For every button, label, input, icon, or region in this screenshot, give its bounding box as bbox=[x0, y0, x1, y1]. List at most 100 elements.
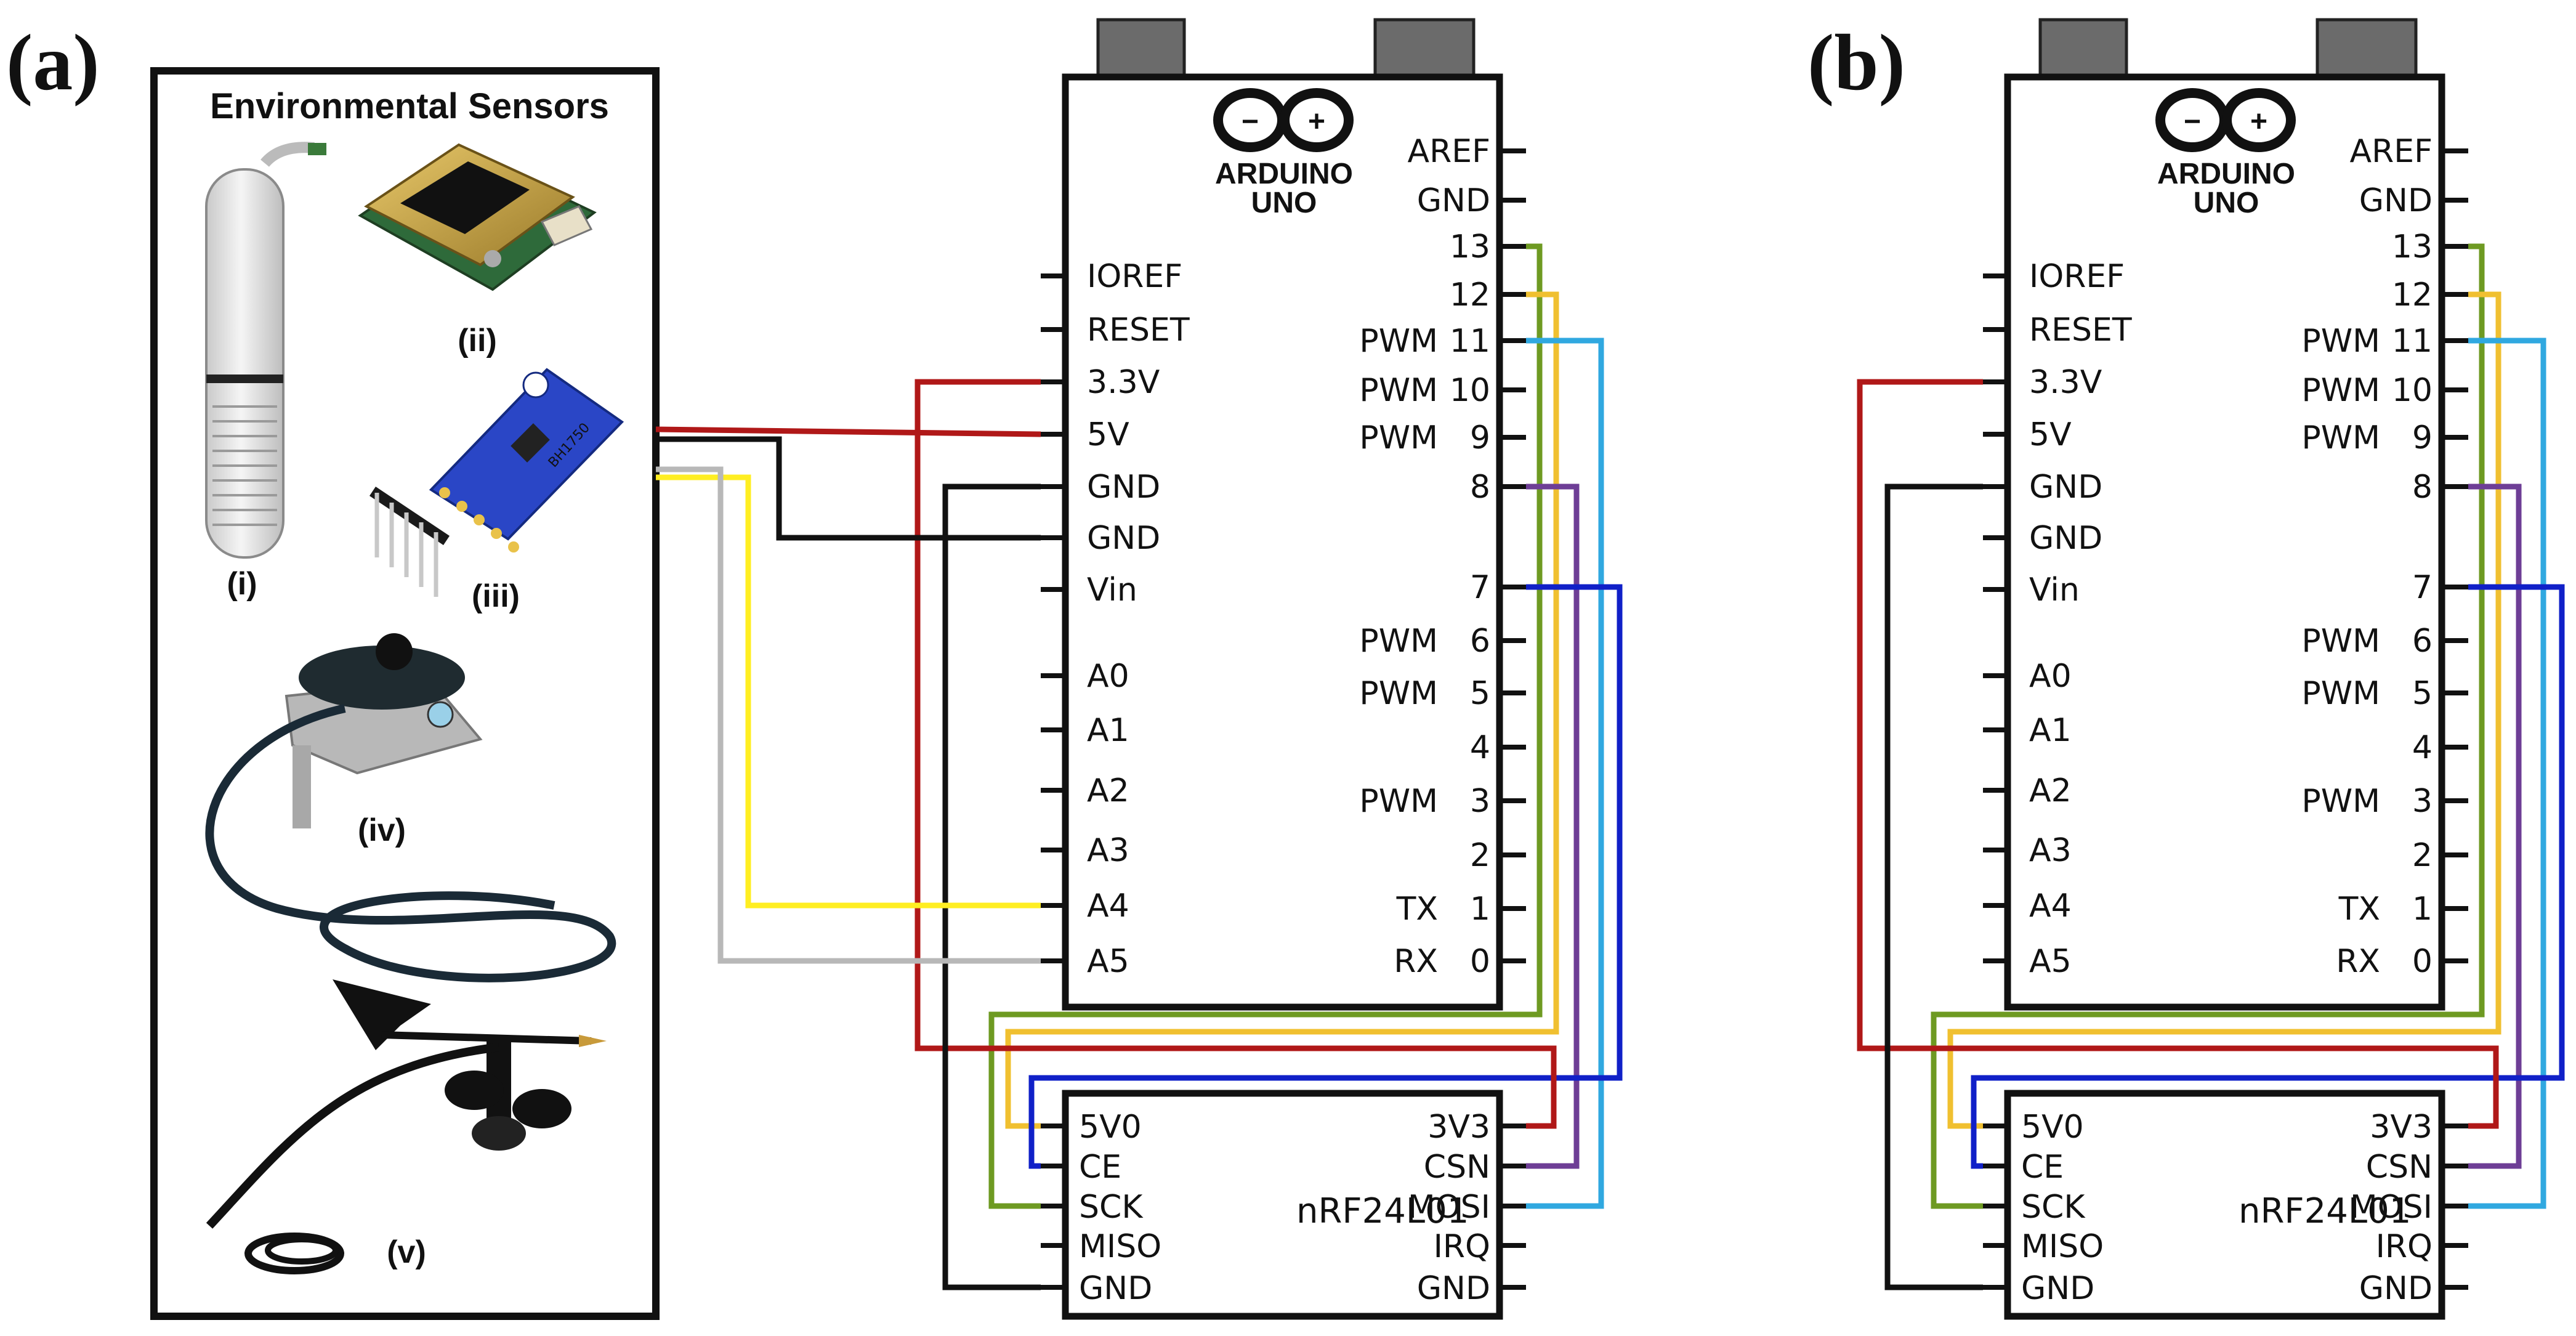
arduino-board-panel-1: −+ARDUINOUNOIOREFRESET3.3V5VGNDGNDVinA0A… bbox=[915, 18, 1623, 1320]
right-pin-number: 6 bbox=[1470, 623, 1490, 660]
right-pin-number: 7 bbox=[1470, 569, 1490, 606]
left-pin-label: IOREF bbox=[1087, 258, 1182, 295]
left-pin-label: Vin bbox=[2029, 572, 2080, 609]
radio-right-pin-label: IRQ bbox=[2376, 1228, 2433, 1265]
wire-pin8-to-csn bbox=[2468, 484, 2522, 1169]
left-pin-label: A0 bbox=[2029, 658, 2072, 695]
spi-and-power-wires bbox=[915, 243, 1623, 1290]
arduino-board-panel-2: −+ARDUINOUNOIOREFRESET3.3V5VGNDGNDVinA0A… bbox=[1857, 18, 2565, 1320]
wire-pin12-to-5v0 bbox=[1947, 291, 2501, 1129]
wire-pin11-to-mosi bbox=[2468, 338, 2546, 1209]
right-pin-number: 10 bbox=[1450, 372, 1490, 409]
radio-right-pin-label: MOSI bbox=[1408, 1189, 1490, 1226]
right-pin-number: AREF bbox=[2350, 133, 2433, 170]
logo-text-arduino: ARDUINO bbox=[2157, 158, 2295, 190]
right-pin-number: 3 bbox=[2412, 783, 2433, 820]
logo-text-uno: UNO bbox=[2194, 187, 2259, 219]
right-pin-function: PWM bbox=[1359, 675, 1438, 712]
right-pin-number: 11 bbox=[2392, 323, 2433, 360]
logo-minus-sign: − bbox=[1242, 105, 1259, 138]
pyranometer-base bbox=[299, 646, 465, 710]
right-pin-number: 9 bbox=[2412, 419, 2433, 456]
left-pin-label: IOREF bbox=[2029, 258, 2125, 295]
spi-and-power-wires bbox=[1857, 243, 2565, 1290]
left-pin-label: A2 bbox=[2029, 772, 2072, 809]
panel-label-a: (a) bbox=[6, 18, 100, 107]
left-pin-label: GND bbox=[2029, 520, 2102, 557]
sensor-tag-iv: (iv) bbox=[358, 812, 406, 848]
right-pin-function: PWM bbox=[2301, 372, 2380, 409]
light-sensor-chip bbox=[511, 423, 550, 463]
right-pin-function: PWM bbox=[1359, 623, 1438, 660]
left-pin-label: 3.3V bbox=[1087, 364, 1160, 401]
right-pin-function: PWM bbox=[2301, 623, 2380, 660]
right-pin-number: 13 bbox=[1450, 229, 1490, 265]
right-pin-number: 2 bbox=[1470, 837, 1490, 874]
radio-right-pin-label: CSN bbox=[1424, 1149, 1490, 1186]
pyranometer-icon bbox=[205, 633, 616, 982]
left-pin-label: RESET bbox=[1087, 312, 1190, 349]
module-pad bbox=[456, 501, 467, 512]
probe-body bbox=[205, 168, 285, 559]
sensor-tag-iii: (iii) bbox=[472, 578, 520, 614]
logo-text-arduino: ARDUINO bbox=[1215, 158, 1353, 190]
right-pin-number: 2 bbox=[2412, 837, 2433, 874]
coiled-cable bbox=[244, 1233, 344, 1274]
right-pin-number: 8 bbox=[2412, 469, 2433, 506]
left-pin-label: A1 bbox=[1087, 712, 1129, 749]
sensor-window bbox=[400, 161, 530, 234]
right-pin-number: 0 bbox=[1470, 943, 1490, 980]
radio-left-pin-label: MISO bbox=[2021, 1228, 2104, 1265]
pcb-component bbox=[484, 250, 501, 267]
logo-minus-sign: − bbox=[2184, 105, 2201, 138]
probe-band bbox=[206, 374, 283, 383]
wire-pin13-to-sck bbox=[1931, 243, 2485, 1209]
bubble-level bbox=[427, 701, 454, 728]
sensor-tag-ii: (ii) bbox=[458, 323, 497, 358]
connector-header bbox=[540, 205, 593, 246]
probe-cable-tip bbox=[308, 143, 326, 155]
logo-right-loop bbox=[1280, 88, 1354, 152]
mounting-hole bbox=[522, 371, 549, 399]
anemometer-wind-vane-icon bbox=[206, 979, 607, 1274]
anemometer-cup bbox=[472, 1116, 526, 1151]
right-pin-function: TX bbox=[2338, 891, 2380, 928]
module-pad bbox=[491, 528, 502, 539]
left-pin-label: Vin bbox=[1087, 572, 1137, 609]
right-pin-function: TX bbox=[1396, 891, 1438, 928]
module-pad bbox=[508, 541, 519, 553]
anemometer-cup bbox=[445, 1071, 504, 1110]
temperature-humidity-probe-icon bbox=[205, 142, 326, 559]
radio-left-pin-label: CE bbox=[1079, 1149, 1121, 1186]
left-pin-label: A3 bbox=[2029, 832, 2072, 869]
left-pin-label: A4 bbox=[2029, 888, 2072, 925]
right-pin-number: 4 bbox=[1470, 729, 1490, 766]
left-pin-label: A1 bbox=[2029, 712, 2072, 749]
radio-left-pin-label: CE bbox=[2021, 1149, 2064, 1186]
wire-sda-to-a4 bbox=[656, 474, 1041, 909]
logo-right-loop bbox=[2222, 88, 2296, 152]
logo-plus-sign: + bbox=[1308, 105, 1325, 138]
right-pin-function: PWM bbox=[1359, 419, 1438, 456]
radio-right-pin-label: CSN bbox=[2366, 1149, 2433, 1186]
radio-left-pin-label: 5V0 bbox=[1079, 1109, 1142, 1146]
co2-sensor-board-icon bbox=[358, 143, 597, 291]
left-pin-label: 5V bbox=[2029, 416, 2072, 453]
wire-3v3-to-radio-3v3 bbox=[915, 379, 1557, 1129]
wind-vane-pointer bbox=[579, 1035, 607, 1047]
left-pin-label: 5V bbox=[1087, 416, 1129, 453]
right-pin-number: 9 bbox=[1470, 419, 1490, 456]
wire-gnd-to-radio-gnd bbox=[942, 484, 1041, 1290]
left-pin-label: A5 bbox=[2029, 943, 2072, 980]
right-pin-number: 0 bbox=[2412, 943, 2433, 980]
right-pin-number: 6 bbox=[2412, 623, 2433, 660]
right-pin-function: PWM bbox=[1359, 783, 1438, 820]
wire-sensor-to-5v bbox=[655, 426, 1041, 437]
sensor-mounting-arm bbox=[206, 1043, 499, 1229]
right-pin-function: PWM bbox=[2301, 783, 2380, 820]
sensor-tag-i: (i) bbox=[227, 566, 257, 602]
